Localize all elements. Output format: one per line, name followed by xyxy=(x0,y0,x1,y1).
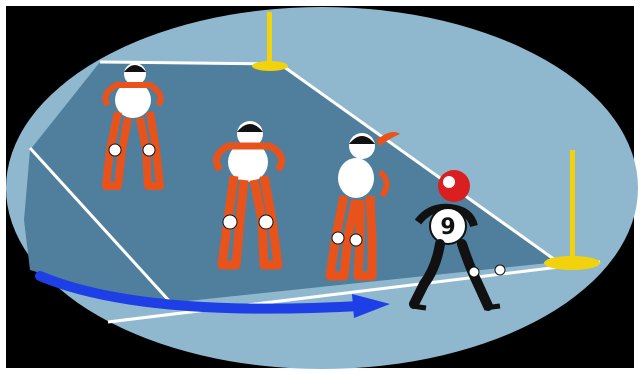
defender-number: 9 xyxy=(440,215,455,240)
